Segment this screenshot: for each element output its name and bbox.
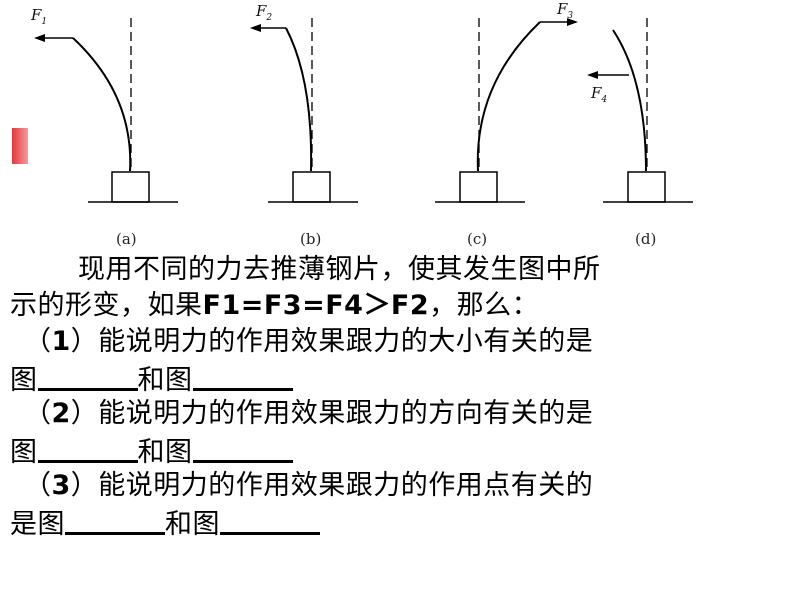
intro-pre: 示的形变，如果: [10, 290, 203, 321]
question-text: 现用不同的力去推薄钢片，使其发生图中所 示的形变，如果F1=F3=F4＞F2，那…: [10, 252, 795, 540]
panel-d: F4 (d): [587, 18, 693, 248]
paren-close: ）: [70, 398, 99, 429]
connector-text: 和图: [165, 509, 220, 540]
paren-open: （: [24, 326, 52, 357]
question-text: 能说明力的作用效果跟力的作用点有关的: [98, 470, 594, 501]
clamp-block: [459, 171, 498, 203]
paren-open: （: [24, 398, 52, 429]
question-3-line-1: （3）能说明力的作用效果跟力的作用点有关的: [10, 468, 795, 504]
panel-label: (a): [116, 230, 137, 248]
force-label: F1: [30, 6, 47, 27]
panel-b: F2 (b): [250, 2, 358, 248]
answer-blank-1b[interactable]: [192, 360, 293, 391]
panel-label: (b): [300, 230, 321, 248]
question-number: 3: [51, 470, 71, 501]
arrow-head: [34, 34, 45, 42]
question-text: 能说明力的作用效果跟力的大小有关的是: [98, 326, 594, 357]
force-condition: F1=F3=F4＞F2: [202, 290, 430, 321]
question-text: 能说明力的作用效果跟力的方向有关的是: [98, 398, 594, 429]
question-number: 2: [51, 398, 71, 429]
arrow-head: [587, 71, 598, 79]
panel-c: F3 (c): [435, 0, 578, 248]
question-prefix: 图: [10, 437, 38, 468]
paren-close: ）: [70, 326, 99, 357]
intro-line-2: 示的形变，如果F1=F3=F4＞F2，那么：: [10, 288, 795, 324]
clamp-block: [627, 171, 666, 203]
question-3-line-2: 是图 和图: [10, 504, 795, 540]
intro-line-1: 现用不同的力去推薄钢片，使其发生图中所: [78, 254, 601, 285]
question-prefix: 是图: [10, 509, 65, 540]
panel-label: (d): [635, 230, 656, 248]
bent-strip: [72, 37, 132, 172]
answer-blank-3b[interactable]: [220, 504, 320, 535]
panel-a: F1 (a): [30, 6, 178, 248]
paren-close: ）: [70, 470, 99, 501]
question-prefix: 图: [10, 365, 38, 396]
answer-blank-3a[interactable]: [65, 504, 165, 535]
answer-blank-2a[interactable]: [37, 432, 138, 463]
answer-blank-2b[interactable]: [192, 432, 293, 463]
answer-blank-1a[interactable]: [37, 360, 138, 391]
clamp-block: [111, 171, 150, 203]
arrow-head: [567, 18, 578, 26]
question-1-line-2: 图 和图: [10, 360, 795, 396]
question-2-line-2: 图 和图: [10, 432, 795, 468]
force-label: F4: [590, 84, 607, 105]
connector-text: 和图: [137, 437, 193, 468]
bent-strip: [476, 21, 541, 172]
steel-strip-figure: F1 (a) F2 (b) F3 (c) F4 (d): [30, 0, 693, 248]
force-label: F2: [255, 2, 272, 23]
paren-open: （: [24, 470, 52, 501]
panel-label: (c): [467, 230, 487, 248]
bent-strip: [612, 29, 647, 172]
arrow-head: [250, 24, 261, 32]
intro-post: ，那么：: [429, 290, 540, 321]
clamp-block: [292, 171, 331, 203]
connector-text: 和图: [137, 365, 193, 396]
question-2-line-1: （2）能说明力的作用效果跟力的方向有关的是: [10, 396, 795, 432]
question-number: 1: [51, 326, 71, 357]
bent-strip: [285, 27, 313, 172]
force-label: F3: [556, 0, 573, 21]
question-1-line-1: （1）能说明力的作用效果跟力的大小有关的是: [10, 324, 795, 360]
accent-bar: [12, 128, 28, 164]
